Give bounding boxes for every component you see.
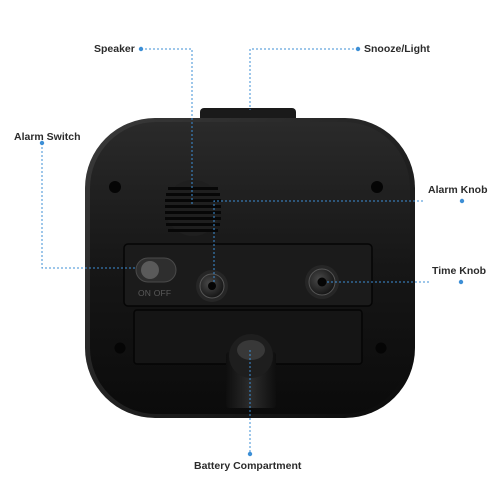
stand: [226, 334, 276, 408]
label-alarm-knob: Alarm Knob: [428, 184, 488, 196]
screw-hole-bottom-left: [114, 342, 126, 354]
screw-hole-top-left: [109, 181, 121, 193]
screw-hole-bottom-right: [375, 342, 387, 354]
alarm-knob: [196, 270, 228, 302]
alarm-switch: [135, 257, 177, 283]
label-speaker: Speaker: [94, 43, 135, 55]
callout-speaker: [141, 48, 193, 206]
label-time-knob: Time Knob: [432, 265, 487, 277]
label-alarm-switch: Alarm Switch: [14, 131, 81, 143]
time-knob: [305, 265, 339, 299]
callout-lines: [41, 48, 429, 454]
callout-alarm-knob: [213, 200, 423, 282]
label-snooze-light: Snooze/Light: [364, 43, 430, 55]
callout-dots: [39, 46, 465, 457]
label-battery-compartment: Battery Compartment: [194, 460, 302, 472]
callout-alarm-switch: [41, 143, 135, 269]
screw-hole-top-right: [371, 181, 383, 193]
switch-on-off-text: ON OFF: [138, 288, 172, 298]
callout-snooze: [249, 48, 358, 110]
speaker-grille: [165, 180, 221, 236]
